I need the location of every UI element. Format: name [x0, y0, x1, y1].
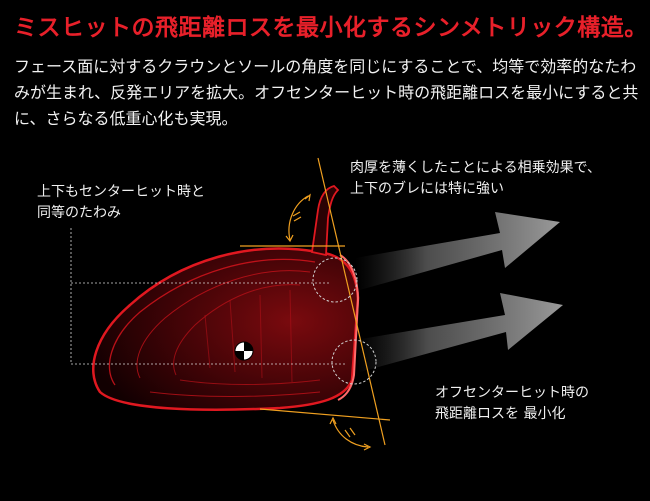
callout-right-top-line-2: 上下のブレには特に強い [350, 181, 504, 197]
callout-left-line-1: 上下もセンターヒット時と [37, 184, 205, 200]
callout-left-line-2: 同等のたわみ [37, 205, 121, 221]
headline: ミスヒットの飛距離ロスを最小化するシンメトリック構造。 [14, 15, 648, 41]
callout-bottom: オフセンターヒット時の 飛距離ロスを 最小化 [435, 383, 589, 425]
flight-arrow-icon [355, 212, 560, 290]
angle-arc-icon [285, 193, 311, 243]
reference-lines [70, 228, 345, 365]
impact-circle-lower [331, 339, 377, 385]
club-head-icon [92, 185, 360, 411]
flight-arrow-icon [355, 293, 563, 372]
center-of-gravity-icon [234, 341, 254, 361]
callout-right-top: 肉厚を薄くしたことによる相乗効果で、 上下のブレには特に強い [350, 158, 601, 200]
callout-bottom-line-1: オフセンターヒット時の [435, 385, 589, 401]
callout-bottom-line-2: 飛距離ロスを 最小化 [435, 406, 566, 422]
angle-arc-icon [329, 416, 372, 451]
description: フェース面に対するクラウンとソールの角度を同じにすることで、均等で効率的なたわみ… [14, 57, 639, 128]
angle-guides [240, 157, 391, 446]
callout-left: 上下もセンターヒット時と 同等のたわみ [37, 182, 205, 224]
impact-circle-upper [312, 257, 358, 303]
callout-right-top-line-1: 肉厚を薄くしたことによる相乗効果で、 [350, 160, 602, 176]
